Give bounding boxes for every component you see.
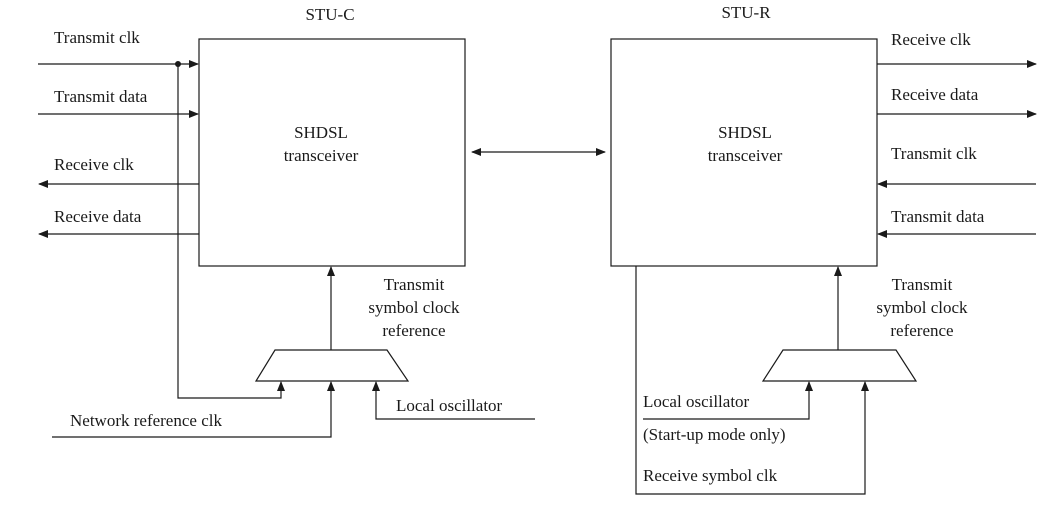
- stu-r-title: STU-R: [721, 3, 771, 22]
- stu-r: STU-R SHDSL transceiver Receive clk Rece…: [610, 3, 1037, 495]
- stu-c-tscr-line1: Transmit: [384, 275, 445, 294]
- stu-r-receive-data-label: Receive data: [891, 85, 979, 104]
- stu-r-transceiver-box: [610, 38, 878, 267]
- stu-r-clock-mux: [761, 349, 918, 382]
- stu-r-startup-note: (Start-up mode only): [643, 425, 786, 444]
- stu-c-title: STU-C: [305, 5, 354, 24]
- stu-c-network-reference-clk-line: [52, 381, 335, 438]
- stu-r-local-oscillator-line: [643, 381, 813, 420]
- stu-r-transmit-clk-label: Transmit clk: [891, 144, 977, 163]
- stu-r-tscr-line2: symbol clock: [876, 298, 968, 317]
- stu-c-transmit-clk-loopback: [177, 64, 285, 399]
- stu-c-transceiver-box: [198, 38, 466, 267]
- stu-r-receive-clk-label: Receive clk: [891, 30, 971, 49]
- stu-r-box-line2: transceiver: [708, 146, 783, 165]
- stu-r-receive-symbol-clk-label: Receive symbol clk: [643, 466, 778, 485]
- stu-c-tscr-line3: reference: [382, 321, 445, 340]
- stu-c-tscr-line2: symbol clock: [368, 298, 460, 317]
- stu-r-tscr-line1: Transmit: [892, 275, 953, 294]
- stu-c-box-line2: transceiver: [284, 146, 359, 165]
- stu-r-local-oscillator-label: Local oscillator: [643, 392, 750, 411]
- stu-c-clock-mux: [254, 349, 410, 382]
- stu-c-local-oscillator-line: [372, 381, 535, 420]
- stu-c-transmit-clk-label: Transmit clk: [54, 28, 140, 47]
- stu-r-receive-symbol-clk-line: [635, 266, 869, 495]
- stu-c-network-reference-clk-label: Network reference clk: [70, 411, 222, 430]
- stu-c: STU-C SHDSL transceiver Transmit clk Tra…: [38, 5, 535, 438]
- stu-r-box-line1: SHDSL: [718, 123, 772, 142]
- stu-c-box-line1: SHDSL: [294, 123, 348, 142]
- stu-c-transmit-data-label: Transmit data: [54, 87, 148, 106]
- stu-c-receive-data-label: Receive data: [54, 207, 142, 226]
- stu-c-local-oscillator-label: Local oscillator: [396, 396, 503, 415]
- stu-c-receive-clk-label: Receive clk: [54, 155, 134, 174]
- stu-r-tscr-line3: reference: [890, 321, 953, 340]
- stu-r-transmit-data-label: Transmit data: [891, 207, 985, 226]
